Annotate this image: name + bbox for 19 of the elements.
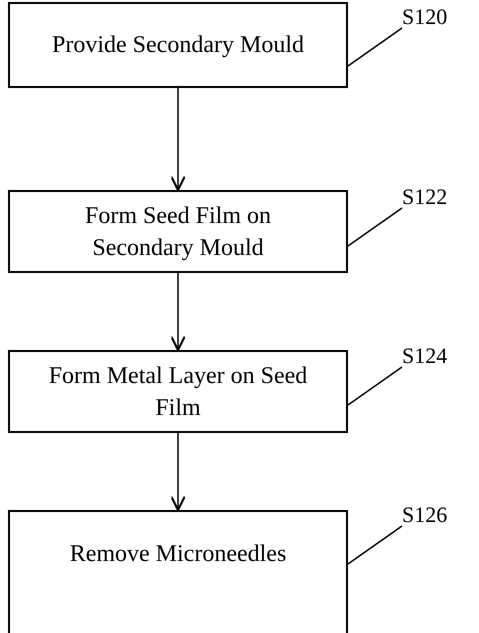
leader-line bbox=[348, 207, 402, 247]
step-text: Form Metal Layer on Seed Film bbox=[48, 362, 308, 422]
arrow bbox=[170, 88, 186, 192]
process-box bbox=[8, 510, 348, 633]
leader-line bbox=[348, 27, 402, 67]
step-number: S126 bbox=[402, 500, 472, 530]
step-text: Form Seed Film on Secondary Mould bbox=[84, 202, 272, 262]
step-number: S124 bbox=[402, 341, 472, 371]
process-box bbox=[8, 2, 348, 88]
step-number: S122 bbox=[402, 182, 472, 212]
step-number: S120 bbox=[402, 2, 472, 32]
step-text: Remove Microneedles bbox=[68, 540, 288, 569]
process-box bbox=[8, 350, 348, 433]
step-text: Provide Secondary Mould bbox=[51, 31, 305, 60]
arrow bbox=[170, 433, 186, 512]
leader-line bbox=[348, 525, 402, 565]
process-box bbox=[8, 190, 348, 273]
arrow bbox=[170, 273, 186, 352]
leader-line bbox=[348, 366, 402, 406]
